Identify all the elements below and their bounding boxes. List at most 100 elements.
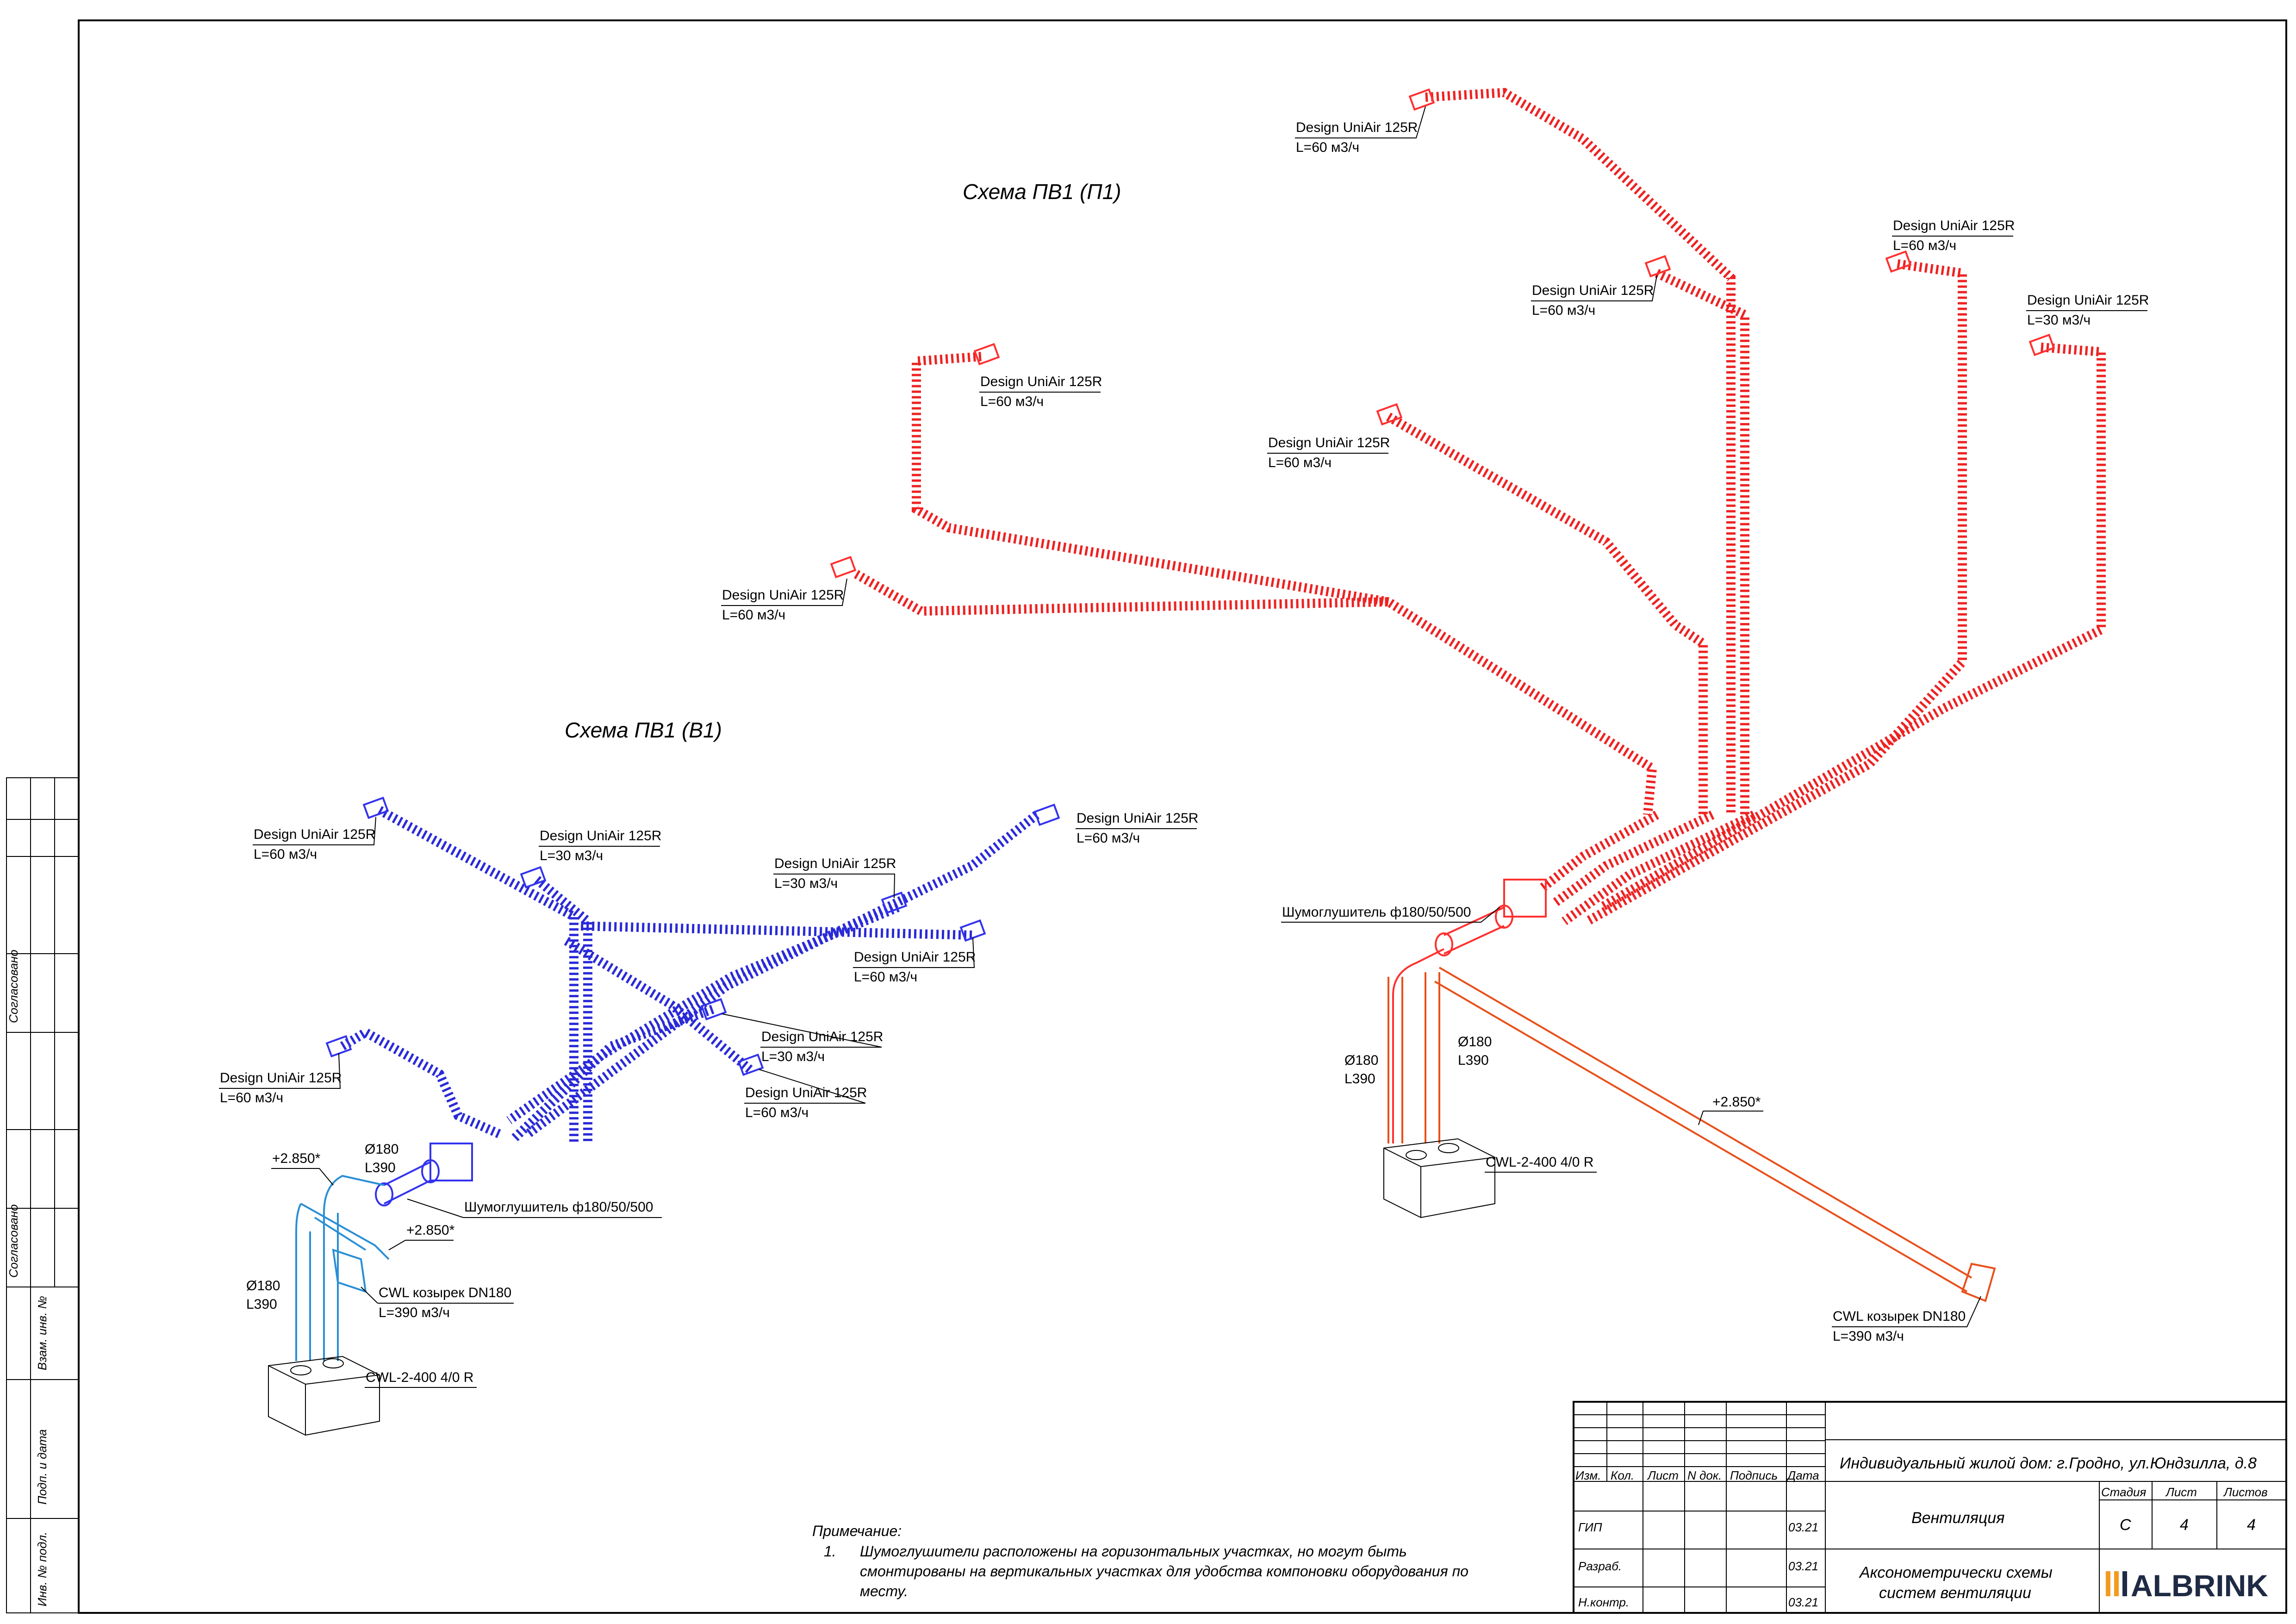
svg-text:L=60 м3/ч: L=60 м3/ч <box>980 394 1044 409</box>
exhaust-silencer-label: Шумоглушитель ф180/50/500 <box>464 1199 653 1215</box>
albrink-logo: ALBRINK <box>2106 1568 2268 1603</box>
exhaust-pipe-top-d: Ø180 <box>365 1142 398 1157</box>
side-stamp: Согласовано Согласовано Взам. инв. № Под… <box>6 777 79 1613</box>
supply-pipe-right-d: Ø180 <box>1458 1034 1492 1049</box>
svg-text:L=60 м3/ч: L=60 м3/ч <box>1893 238 1956 253</box>
svg-text:Design UniAir 125R: Design UniAir 125R <box>1076 811 1198 826</box>
svg-text:L=60 м3/ч: L=60 м3/ч <box>745 1105 809 1120</box>
svg-text:L=60 м3/ч: L=60 м3/ч <box>1076 831 1140 846</box>
tb-date: 03.21 <box>1788 1559 1818 1573</box>
supply-level-label: +2.850* <box>1712 1094 1761 1110</box>
note-line: месту. <box>860 1583 908 1599</box>
tb-role: ГИП <box>1578 1520 1602 1534</box>
exhaust-terminal-label: Design UniAir 125R L=60 м3/ч <box>853 937 976 985</box>
exhaust-pipe-left-l: L390 <box>246 1297 277 1312</box>
side-agreed-2: Согласовано <box>6 1204 20 1278</box>
exhaust-terminal-label: Design UniAir 125R L=60 м3/ч <box>1076 811 1198 846</box>
supply-terminal-label: Design UniAir 125R L=30 м3/ч <box>2026 293 2149 328</box>
svg-text:L=60 м3/ч: L=60 м3/ч <box>722 607 785 623</box>
exhaust-hood-flow: L=390 м3/ч <box>379 1305 450 1320</box>
svg-text:Design UniAir 125R: Design UniAir 125R <box>540 828 661 843</box>
tb-stage-label: Стадия <box>2101 1485 2146 1499</box>
tb-sheet-title-1: Аксонометрически схемы <box>1859 1564 2053 1581</box>
supply-terminal-label: Design UniAir 125R L=60 м3/ч <box>1531 275 1657 318</box>
tb-header: Лист <box>1647 1468 1679 1482</box>
exhaust-pipe-top-l: L390 <box>365 1160 396 1175</box>
exhaust-unit-label: CWL-2-400 4/0 R <box>366 1370 473 1385</box>
svg-text:L=30 м3/ч: L=30 м3/ч <box>761 1049 825 1064</box>
tb-header: N док. <box>1687 1468 1722 1482</box>
svg-text:L=60 м3/ч: L=60 м3/ч <box>1296 140 1359 155</box>
exhaust-pipe-left-d: Ø180 <box>246 1278 280 1293</box>
supply-terminal-label: Design UniAir 125R L=60 м3/ч <box>1267 435 1390 470</box>
exhaust-level-2: +2.850* <box>406 1223 455 1238</box>
tb-sheets-label: Листов <box>2223 1485 2268 1499</box>
svg-text:L=60 м3/ч: L=60 м3/ч <box>254 847 317 862</box>
note-line: смонтированы на вертикальных участках дл… <box>860 1563 1468 1580</box>
exhaust-labels: Design UniAir 125R L=60 м3/ч Design UniA… <box>219 811 1198 1388</box>
exhaust-terminal-label: Design UniAir 125R L=30 м3/ч <box>722 1013 883 1064</box>
svg-text:Design UniAir 125R: Design UniAir 125R <box>980 374 1102 389</box>
tb-header: Дата <box>1786 1468 1819 1482</box>
supply-hood-label: CWL козырек DN180 <box>1833 1309 1966 1324</box>
note-block: Примечание: 1. Шумоглушители расположены… <box>812 1523 1468 1599</box>
tb-stage: С <box>2120 1516 2131 1534</box>
supply-terminal-label: Design UniAir 125R L=60 м3/ч <box>979 374 1102 409</box>
tb-sheet-label: Лист <box>2165 1485 2197 1499</box>
supply-silencer-label: Шумоглушитель ф180/50/500 <box>1282 905 1471 920</box>
tb-section: Вентиляция <box>1911 1509 2004 1527</box>
tb-header: Подпись <box>1730 1468 1778 1482</box>
tb-sheets: 4 <box>2247 1516 2256 1534</box>
svg-text:ALBRINK: ALBRINK <box>2131 1568 2268 1603</box>
exhaust-scheme-title: Схема ПВ1 (В1) <box>565 718 722 742</box>
tb-sheet: 4 <box>2180 1516 2189 1534</box>
supply-unit-label: CWL-2-400 4/0 R <box>1486 1155 1593 1170</box>
supply-labels: Design UniAir 125R L=60 м3/ч Design UniA… <box>721 106 2149 1344</box>
supply-terminal-label: Design UniAir 125R L=60 м3/ч <box>1295 106 1426 155</box>
exhaust-terminal-label: Design UniAir 125R L=30 м3/ч <box>539 828 661 863</box>
svg-text:Design UniAir 125R: Design UniAir 125R <box>2027 293 2149 308</box>
tb-sheet-title-2: систем вентиляции <box>1879 1584 2031 1602</box>
supply-duct-network <box>830 87 2106 1302</box>
side-sign-date: Подп. и дата <box>35 1429 49 1505</box>
svg-text:L=30 м3/ч: L=30 м3/ч <box>774 876 838 891</box>
exhaust-hood-label: CWL козырек DN180 <box>379 1285 511 1300</box>
svg-text:L=60 м3/ч: L=60 м3/ч <box>1268 455 1332 470</box>
tb-header: Изм. <box>1575 1468 1601 1482</box>
tb-date: 03.21 <box>1788 1520 1818 1534</box>
exhaust-terminal-label: Design UniAir 125R L=60 м3/ч <box>253 817 376 862</box>
side-inv-replace: Взам. инв. № <box>35 1296 49 1370</box>
supply-pipe-right-l: L390 <box>1458 1053 1489 1068</box>
svg-text:L=30 м3/ч: L=30 м3/ч <box>540 848 603 863</box>
tb-role: Разраб. <box>1578 1559 1622 1573</box>
tb-header: Кол. <box>1611 1468 1634 1482</box>
tb-role: Н.контр. <box>1578 1595 1629 1609</box>
svg-text:Design UniAir 125R: Design UniAir 125R <box>254 827 375 842</box>
svg-text:Design UniAir 125R: Design UniAir 125R <box>1893 218 2015 233</box>
tb-date: 03.21 <box>1788 1595 1818 1609</box>
svg-text:L=60 м3/ч: L=60 м3/ч <box>1532 303 1595 318</box>
exhaust-terminal-label: Design UniAir 125R L=30 м3/ч <box>773 856 896 899</box>
svg-text:L=30 м3/ч: L=30 м3/ч <box>2027 312 2091 328</box>
svg-text:Design UniAir 125R: Design UniAir 125R <box>745 1085 867 1100</box>
supply-pipe-left-l: L390 <box>1344 1071 1375 1087</box>
svg-text:Design UniAir 125R: Design UniAir 125R <box>761 1029 883 1044</box>
supply-terminal-label: Design UniAir 125R L=60 м3/ч <box>1892 218 2015 253</box>
svg-text:Design UniAir 125R: Design UniAir 125R <box>854 949 976 965</box>
side-agreed-1: Согласовано <box>6 949 20 1023</box>
exhaust-duct-network <box>268 796 1060 1436</box>
supply-scheme-title: Схема ПВ1 (П1) <box>963 180 1121 204</box>
supply-terminal-label: Design UniAir 125R L=60 м3/ч <box>721 578 847 623</box>
exhaust-level-1: +2.850* <box>272 1151 321 1166</box>
supply-pipe-left-d: Ø180 <box>1344 1053 1378 1068</box>
supply-hood-flow: L=390 м3/ч <box>1833 1329 1904 1344</box>
note-heading: Примечание: <box>812 1523 902 1539</box>
svg-text:L=60 м3/ч: L=60 м3/ч <box>854 969 917 985</box>
note-line: Шумоглушители расположены на горизонталь… <box>860 1543 1407 1560</box>
svg-text:Design UniAir 125R: Design UniAir 125R <box>1296 120 1418 135</box>
note-item-number: 1. <box>824 1543 836 1560</box>
exhaust-terminal-label: Design UniAir 125R L=60 м3/ч <box>744 1069 867 1120</box>
svg-text:Design UniAir 125R: Design UniAir 125R <box>1532 283 1654 298</box>
svg-text:Design UniAir 125R: Design UniAir 125R <box>722 587 844 603</box>
